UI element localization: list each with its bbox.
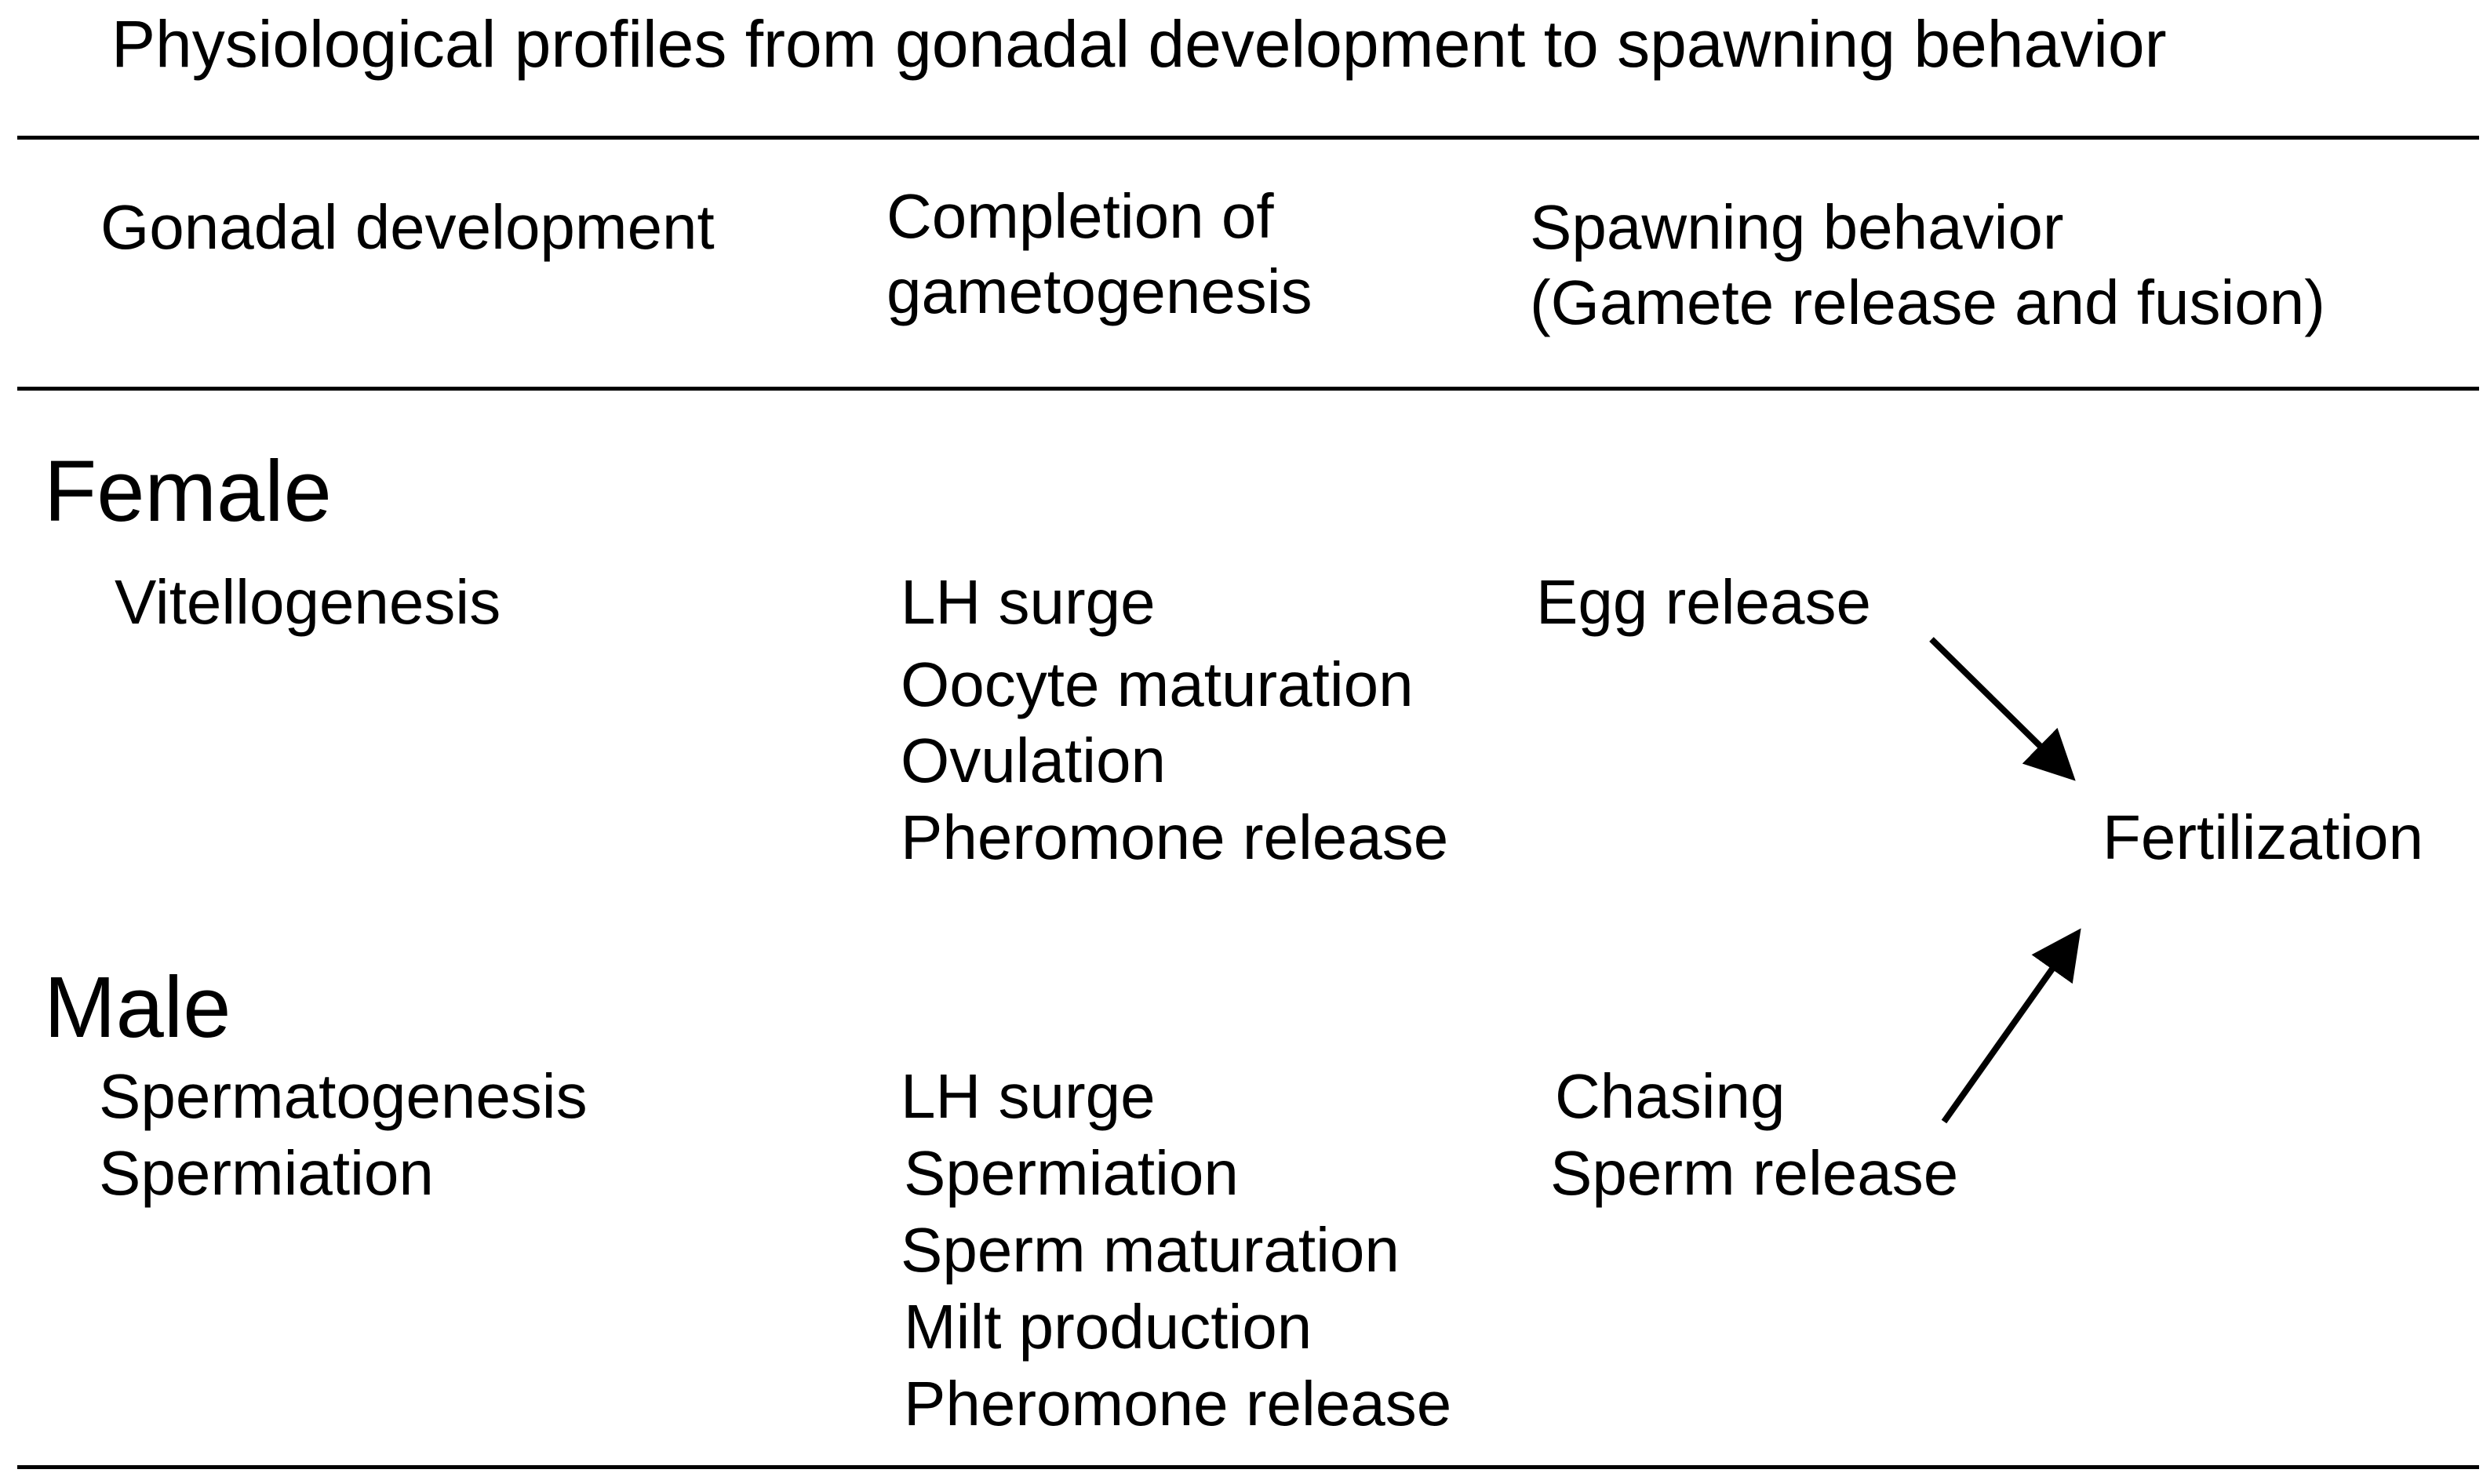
- female-completion-item: LH surge: [901, 567, 1156, 637]
- female-gonadal-item: Vitellogenesis: [115, 567, 501, 637]
- header-completion-line-1: Completion of: [887, 181, 1274, 251]
- female-completion-item: Pheromone release: [901, 802, 1449, 872]
- male-spawning-item: Chasing: [1555, 1061, 1786, 1131]
- male-completion-item: Milt production: [904, 1292, 1312, 1362]
- header-completion-of-gametogenesis: Completion of gametogenesis: [887, 179, 1312, 329]
- header-spawning-line-1: Spawning behavior: [1530, 192, 2064, 262]
- female-spawning-item: Egg release: [1536, 567, 1871, 637]
- top-rule: [17, 136, 2479, 140]
- bottom-rule: [17, 1465, 2479, 1469]
- header-gonadal-development: Gonadal development: [100, 192, 715, 262]
- male-completion-item: Sperm maturation: [901, 1215, 1400, 1285]
- male-completion-item: Spermiation: [904, 1138, 1239, 1208]
- male-label: Male: [44, 959, 231, 1056]
- male-gonadal-item: Spermiation: [99, 1138, 434, 1208]
- diagram-title: Physiological profiles from gonadal deve…: [111, 7, 2167, 81]
- female-completion-item: Ovulation: [901, 726, 1166, 795]
- male-gonadal-item: Spermatogenesis: [99, 1061, 588, 1131]
- male-spawning-item: Sperm release: [1550, 1138, 1959, 1208]
- outcome-fertilization: Fertilization: [2103, 802, 2424, 872]
- header-completion-line-2: gametogenesis: [887, 256, 1312, 326]
- female-label: Female: [44, 443, 332, 540]
- male-completion-item: LH surge: [901, 1061, 1156, 1131]
- header-spawning-line-2: (Gamete release and fusion): [1530, 267, 2325, 337]
- header-rule: [17, 387, 2479, 391]
- egg-to-fertilization-arrow: [1929, 637, 2076, 781]
- sperm-to-fertilization-arrow: [1941, 928, 2081, 1124]
- header-spawning-behavior: Spawning behavior (Gamete release and fu…: [1530, 190, 2325, 340]
- male-completion-item: Pheromone release: [904, 1369, 1452, 1439]
- female-completion-item: Oocyte maturation: [901, 649, 1414, 719]
